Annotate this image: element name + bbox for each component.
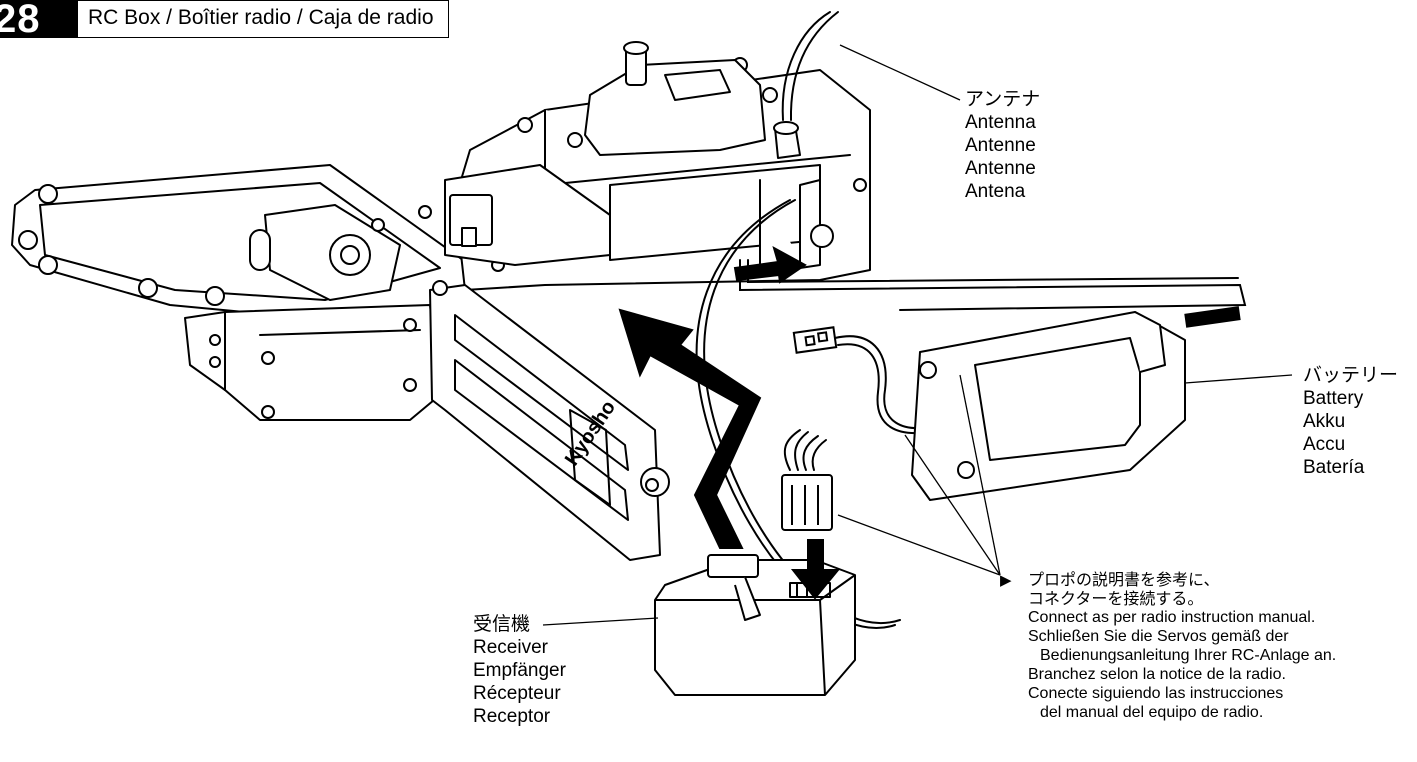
leader-connector-a: [837, 514, 1001, 576]
instruction-de-1: Schließen Sie die Servos gemäß der: [1028, 628, 1289, 645]
instruction-es-1: Conecte siguiendo las instrucciones: [1028, 685, 1284, 702]
battery-label-de: Akku: [1303, 411, 1346, 432]
step-number: 28: [0, 0, 78, 38]
antenna-wire-top: [781, 11, 839, 121]
leader-battery: [1184, 374, 1293, 384]
antenna-label-jp: アンテナ: [965, 88, 1041, 110]
receiver-label-de: Empfänger: [473, 660, 566, 681]
arrow-up-receiver: [618, 308, 762, 549]
connection-instruction: プロポの説明書を参考に、 コネクターを接続する。 Connect as per …: [1028, 570, 1336, 722]
battery-label-fr: Accu: [1303, 434, 1346, 455]
instruction-de-2: Bedienungsanleitung Ihrer RC-Anlage an.: [1040, 647, 1337, 664]
arrow-battery-lead: [733, 245, 807, 284]
step-title: RC Box / Boîtier radio / Caja de radio: [78, 0, 449, 38]
battery-label-en: Battery: [1303, 388, 1364, 409]
instruction-fr: Branchez selon la notice de la radio.: [1028, 666, 1286, 683]
leader-connector-b: [904, 434, 1001, 576]
antenna-label-de: Antenne: [965, 135, 1036, 156]
antenna-label-fr: Antenne: [965, 158, 1036, 179]
servo-left: [184, 304, 441, 421]
antenna-label: アンテナ Antenna Antenne Antenne Antena: [965, 88, 1040, 203]
antenna-label-es: Antena: [965, 181, 1026, 202]
leader-antenna: [839, 44, 961, 101]
arrow-down-connector: [790, 539, 841, 600]
receiver-label-es: Receptor: [473, 706, 551, 727]
step-header: 28 RC Box / Boîtier radio / Caja de radi…: [0, 0, 449, 38]
instruction-jp-2: コネクターを接続する。: [1028, 589, 1204, 608]
receiver-label-en: Receiver: [473, 637, 548, 658]
bullet-triangle-icon: ▶: [1000, 572, 1012, 589]
receiver-label: 受信機 Receiver Empfänger Récepteur Recepto…: [473, 613, 566, 728]
battery-label: バッテリー Battery Akku Accu Batería: [1303, 364, 1398, 479]
receiver-tray: [429, 284, 661, 561]
instruction-jp-1: プロポの説明書を参考に、: [1028, 570, 1220, 589]
instruction-es-2: del manual del equipo de radio.: [1040, 704, 1264, 721]
receiver-label-jp: 受信機: [473, 613, 531, 635]
antenna-label-en: Antenna: [965, 112, 1036, 133]
receiver-connector: [781, 474, 833, 531]
battery-label-es: Batería: [1303, 457, 1365, 478]
leader-receiver: [542, 617, 659, 626]
instruction-en: Connect as per radio instruction manual.: [1028, 609, 1316, 626]
battery-label-jp: バッテリー: [1303, 364, 1399, 386]
receiver-label-fr: Récepteur: [473, 683, 561, 704]
